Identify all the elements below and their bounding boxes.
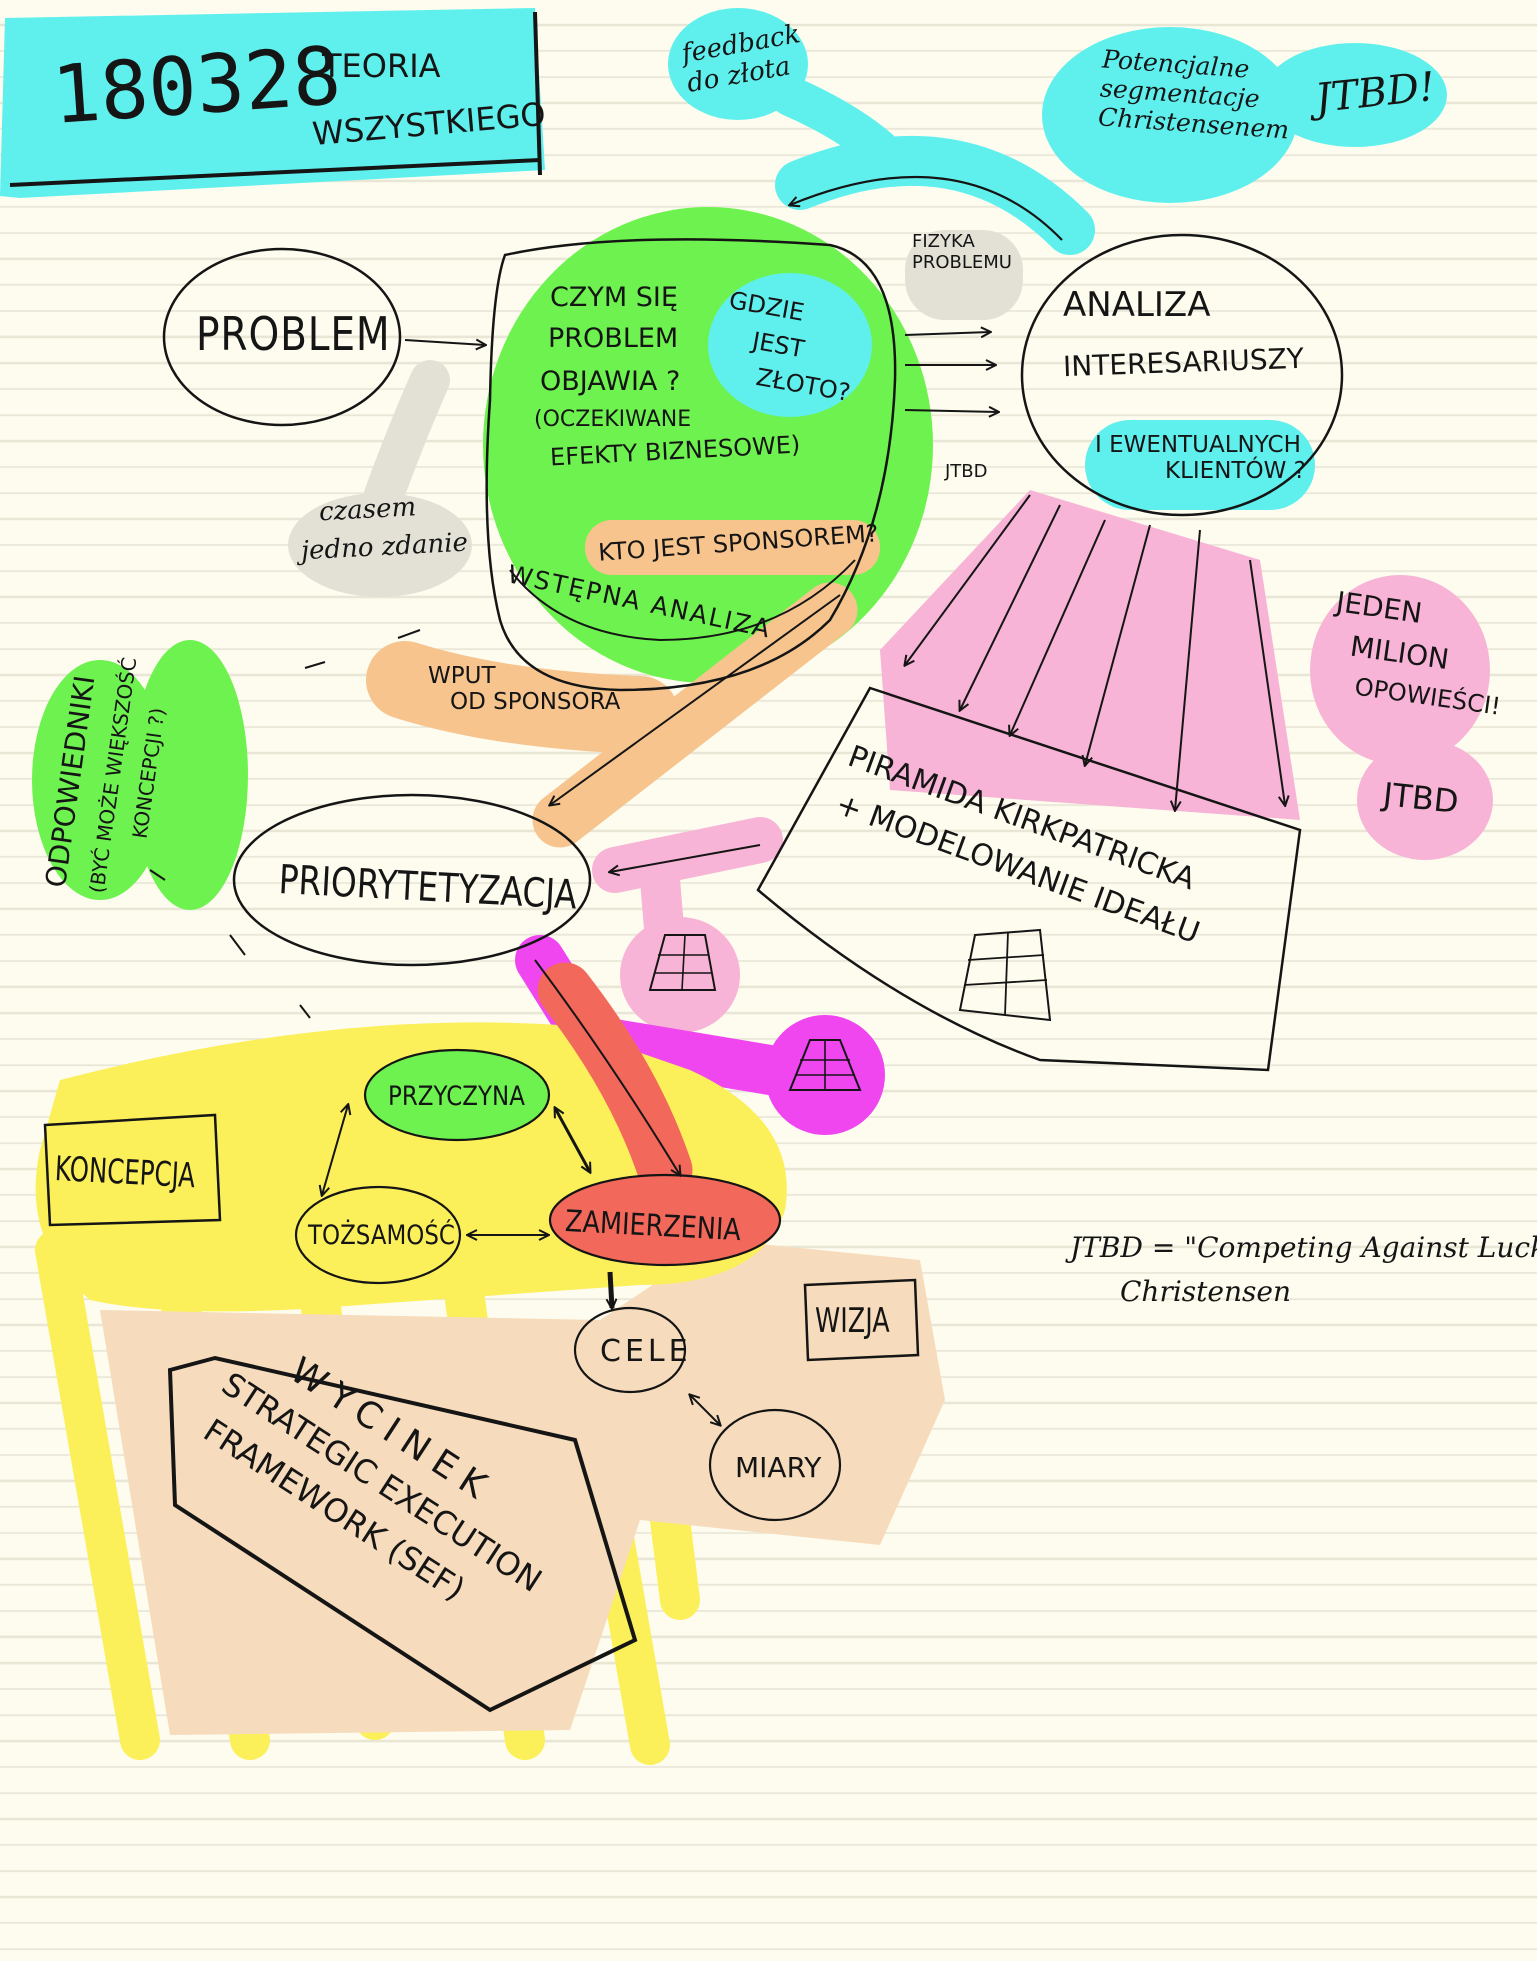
feedback-arrow-highlight [775, 135, 1095, 255]
wput-label: WPUT OD SPONSORA [428, 663, 620, 716]
cele-node [573, 1306, 687, 1394]
miary-node [708, 1408, 842, 1522]
prio-node [232, 793, 592, 967]
arrow-feedback [790, 175, 1063, 241]
jtbd-note-line2: Christensen [1120, 1275, 1291, 1309]
potencjalne-highlight [1042, 27, 1447, 203]
eventualnych-highlight [1085, 420, 1315, 510]
koncepcja-label: KONCEPCJA [53, 1149, 197, 1197]
arrow-przyczyna-tozsamosc [322, 1105, 348, 1195]
cele-label: CELE [600, 1334, 692, 1369]
czym-sie-line3: OBJAWIA ? [540, 366, 681, 398]
zamierzenia-node [548, 1173, 782, 1267]
czym-sie-label: CZYM SIĘ PROBLEM OBJAWIA ? (OCZEKIWANE E… [528, 282, 801, 472]
pink-table-icon [648, 934, 717, 991]
orange-flow-highlight [366, 582, 858, 848]
analiza-line1: ANALIZA [1063, 285, 1211, 325]
wizja-label: WIZJA [815, 1301, 890, 1341]
zamierzenia-highlight [550, 1175, 780, 1265]
dashed-marks [149, 629, 421, 1019]
table-icon [958, 928, 1052, 1022]
czym-sie-line2: PROBLEM [548, 323, 679, 355]
analiza-line2: INTERESARIUSZY [1062, 341, 1305, 384]
wput-line2: OD SPONSORA [450, 689, 621, 716]
problem-label: PROBLEM [196, 307, 391, 361]
arrows-pink-fan [905, 494, 1285, 810]
wycinek-hexagon [167, 1355, 638, 1713]
przyczyna-label: PRZYCZYNA [388, 1081, 525, 1112]
arrow-prio-to-zamierzenia [534, 959, 680, 1175]
fizyka-line1: FIZYKA [912, 231, 975, 252]
magenta-table-icon [788, 1039, 862, 1091]
jtbd-small-label: JTBD [945, 461, 988, 482]
gdzie-zloto-highlight [708, 273, 872, 417]
green-blob-outline [485, 238, 897, 692]
arrow-cele-miary [690, 1395, 720, 1425]
przyczyna-node [363, 1048, 551, 1142]
title-highlight [0, 8, 545, 198]
miary-label: MIARY [735, 1451, 822, 1484]
title-line1: TEORIA [322, 47, 441, 85]
analiza-label: ANALIZA INTERESARIUSZY [1062, 285, 1304, 383]
title-box [9, 11, 542, 187]
kto-sponsor-highlight [585, 520, 880, 575]
wput-line1: WPUT [428, 663, 496, 689]
eventualnych-line1: I EWENTUALNYCH [1095, 432, 1301, 458]
wizja-box [803, 1278, 920, 1362]
czym-sie-line4: (OCZEKIWANE [534, 407, 692, 433]
potencjalne-label: Potencjalne segmentacje Christensenem [1097, 44, 1294, 144]
arrows-blob-to-analiza [904, 332, 998, 412]
jtbd-note: JTBD = "Competing Against Luck" Christen… [1070, 1231, 1537, 1309]
connector-gray-highlight [288, 230, 1023, 597]
czasem-label: czasem jedno zdanie [298, 491, 468, 567]
arrow-problem-to-blob [404, 340, 485, 345]
arrow-blob-to-prio [550, 594, 841, 805]
red-connector-highlight [537, 962, 693, 1198]
jtbd-note-line1: JTBD = "Competing Against Luck" [1070, 1231, 1537, 1264]
przyczyna-highlight [365, 1050, 549, 1140]
arrow-przyczyna-zamierzenia [555, 1108, 590, 1172]
eventualnych-line2: KLIENTÓW ? [1165, 458, 1306, 485]
fizyka-label: FIZYKA PROBLEMU [912, 231, 1012, 273]
pink-fan-highlight [592, 490, 1493, 1033]
eventualnych-label: I EWENTUALNYCH KLIENTÓW ? [1095, 432, 1306, 485]
tozsamosc-label: TOŻSAMOŚĆ [308, 1220, 455, 1251]
czasem-line1: czasem [318, 492, 417, 528]
czym-sie-line1: CZYM SIĘ [550, 282, 678, 313]
tozsamosc-node [294, 1185, 462, 1285]
arrow-zamierzenia-cele [610, 1271, 612, 1308]
peach-area-highlight [100, 1240, 945, 1735]
odpowiedniki-highlight [32, 640, 248, 910]
fizyka-line2: PROBLEMU [912, 251, 1012, 273]
arrow-piramida-to-prio [610, 844, 761, 872]
jtbd-right-label: JTBD [1381, 775, 1461, 821]
problem-node [162, 247, 402, 427]
koncepcja-box [43, 1113, 222, 1227]
analiza-node [1020, 233, 1344, 517]
piramida-node [756, 686, 1302, 1072]
